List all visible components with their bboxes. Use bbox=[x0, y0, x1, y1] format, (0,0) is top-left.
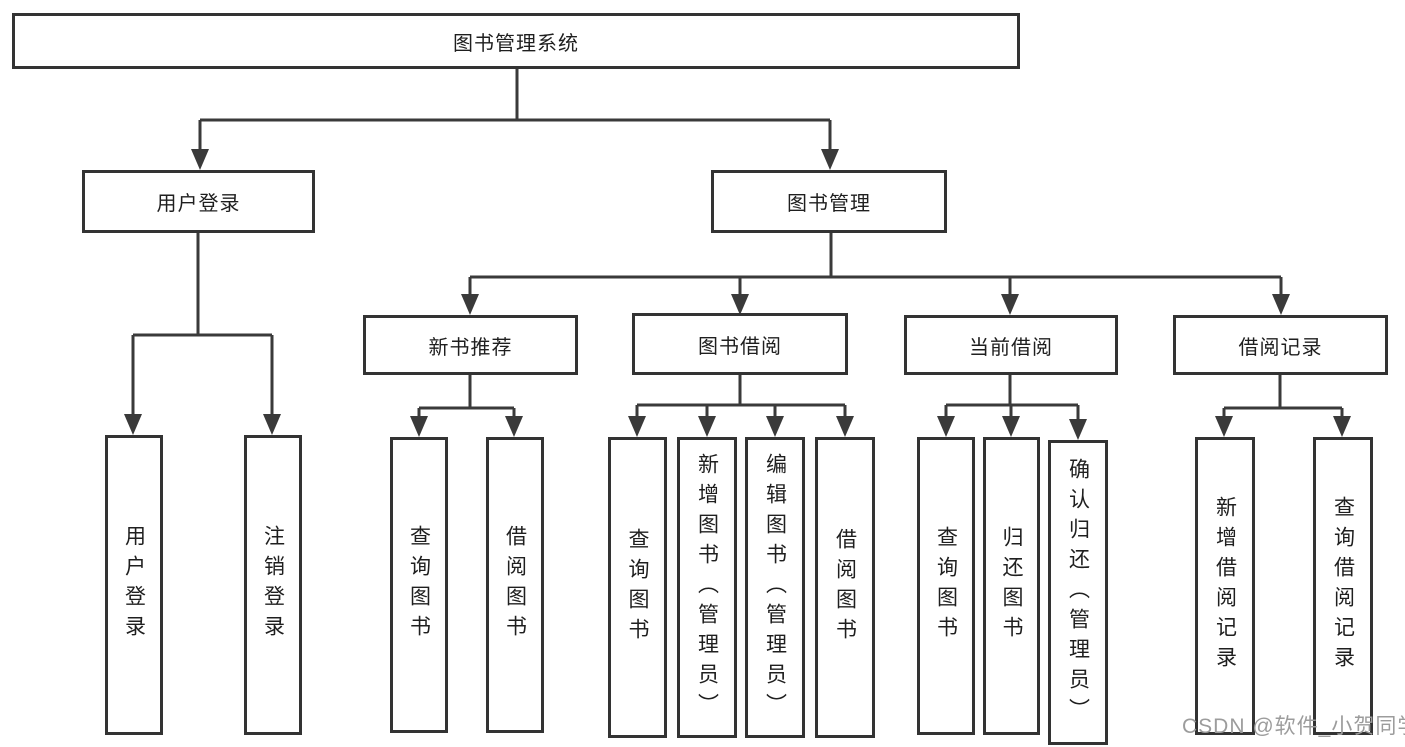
node-leaf-query-books: 查询图书 bbox=[917, 437, 975, 735]
node-label: 图书借阅 bbox=[698, 335, 782, 358]
arrow-down-icon bbox=[263, 414, 281, 435]
node-book-management: 图书管理 bbox=[711, 170, 947, 233]
node-leaf-user-login: 用户登录 bbox=[105, 435, 163, 735]
node-leaf-return-books: 归还图书 bbox=[983, 437, 1040, 735]
node-leaf-add-books-admin: 新增图书（管理员） bbox=[677, 437, 737, 738]
node-label: 归还图书 bbox=[1000, 526, 1023, 646]
connector-line bbox=[635, 375, 847, 417]
arrow-down-icon bbox=[1272, 294, 1290, 315]
arrow-down-icon bbox=[628, 416, 646, 437]
arrow-down-icon bbox=[1215, 416, 1233, 437]
arrow-down-icon bbox=[1002, 416, 1020, 437]
node-leaf-logout: 注销登录 bbox=[244, 435, 302, 735]
node-label: 查询图书 bbox=[934, 526, 958, 646]
arrow-down-icon bbox=[191, 149, 209, 170]
node-new-book-recommendation: 新书推荐 bbox=[363, 315, 578, 375]
arrow-down-icon bbox=[836, 416, 854, 437]
node-label: 借阅图书 bbox=[833, 527, 857, 648]
node-label: 借阅记录 bbox=[1238, 336, 1323, 359]
node-leaf-edit-books-admin: 编辑图书（管理员） bbox=[745, 437, 805, 738]
arrow-down-icon bbox=[731, 294, 749, 315]
connector-line bbox=[944, 375, 1080, 420]
node-label: 注销登录 bbox=[261, 525, 285, 645]
node-label: 查询图书 bbox=[407, 525, 431, 645]
arrow-down-icon bbox=[698, 416, 716, 437]
watermark: CSDN @软件_小贺同学 bbox=[1182, 715, 1405, 738]
node-label: 编辑图书（管理员） bbox=[763, 452, 787, 723]
node-leaf-borrow-books: 借阅图书 bbox=[486, 437, 544, 733]
arrow-down-icon bbox=[1069, 419, 1087, 440]
arrow-down-icon bbox=[1001, 294, 1019, 315]
arrow-down-icon bbox=[1333, 416, 1351, 437]
arrow-down-icon bbox=[821, 149, 839, 170]
node-label: 新增借阅记录 bbox=[1213, 496, 1237, 676]
connector-line bbox=[198, 69, 832, 150]
node-label: 查询图书 bbox=[626, 527, 649, 648]
node-current-borrowing: 当前借阅 bbox=[904, 315, 1118, 375]
node-label: 确认归还（管理员） bbox=[1066, 457, 1090, 728]
node-label: 图书管理 bbox=[787, 193, 871, 215]
arrow-down-icon bbox=[505, 416, 523, 437]
node-leaf-query-borrow-record: 查询借阅记录 bbox=[1313, 437, 1373, 735]
arrow-down-icon bbox=[766, 416, 784, 437]
node-label: 查询借阅记录 bbox=[1331, 496, 1355, 676]
arrow-down-icon bbox=[937, 416, 955, 437]
node-leaf-query-books: 查询图书 bbox=[608, 437, 667, 738]
node-label: 图书管理系统 bbox=[453, 32, 579, 55]
node-book-management-system: 图书管理系统 bbox=[12, 13, 1020, 69]
connector-line bbox=[1222, 375, 1344, 417]
node-label: 借阅图书 bbox=[503, 525, 527, 645]
node-user-login: 用户登录 bbox=[82, 170, 315, 233]
node-leaf-confirm-return-admin: 确认归还（管理员） bbox=[1048, 440, 1108, 745]
node-leaf-borrow-books: 借阅图书 bbox=[815, 437, 875, 738]
node-label: 用户登录 bbox=[122, 525, 146, 645]
node-leaf-add-borrow-record: 新增借阅记录 bbox=[1195, 437, 1255, 735]
node-borrowing-records: 借阅记录 bbox=[1173, 315, 1388, 375]
node-book-borrowing: 图书借阅 bbox=[632, 313, 848, 375]
node-label: 新增图书（管理员） bbox=[695, 452, 719, 723]
node-label: 新书推荐 bbox=[428, 336, 513, 359]
arrow-down-icon bbox=[461, 294, 479, 315]
connector-line bbox=[131, 233, 274, 415]
node-label: 当前借阅 bbox=[969, 336, 1053, 359]
node-label: 用户登录 bbox=[156, 193, 241, 215]
arrow-down-icon bbox=[124, 414, 142, 435]
connector-line bbox=[468, 233, 1283, 295]
connector-line bbox=[417, 375, 516, 417]
arrow-down-icon bbox=[410, 416, 428, 437]
node-leaf-query-books: 查询图书 bbox=[390, 437, 448, 733]
